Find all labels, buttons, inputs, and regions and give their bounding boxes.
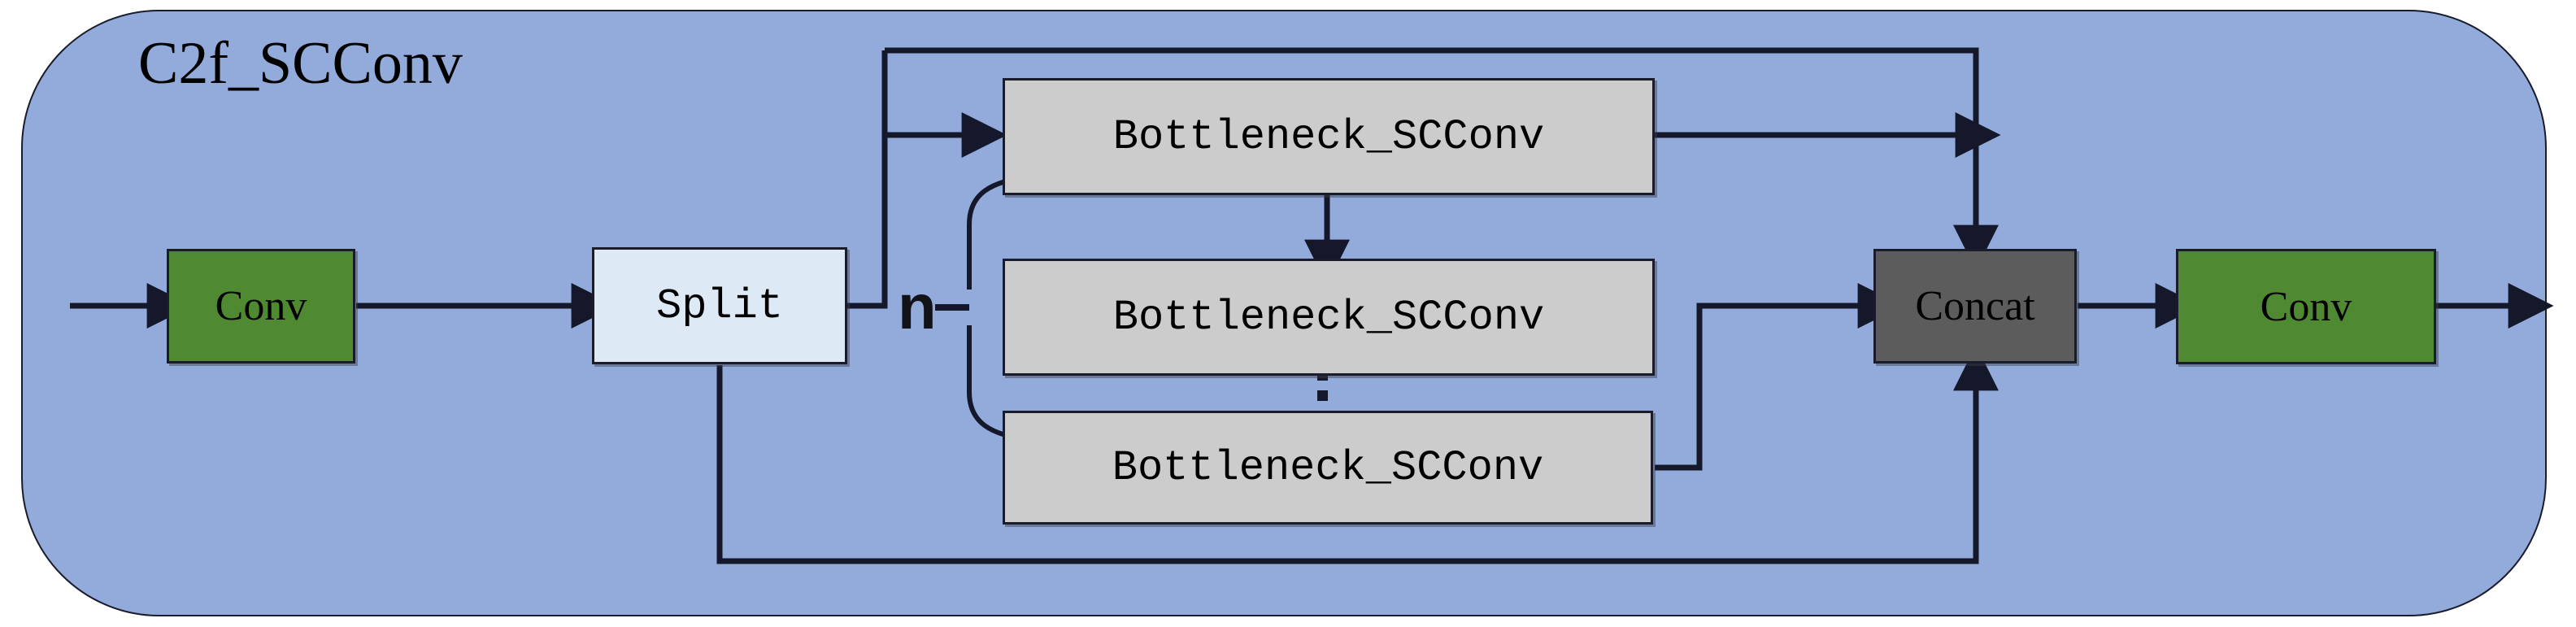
node-conv-input[interactable]: Conv	[167, 249, 355, 364]
module-title: C2f_SCConv	[138, 30, 463, 97]
ellipsis-dot	[1317, 390, 1328, 401]
node-conv-output[interactable]: Conv	[2176, 249, 2436, 364]
node-bottleneck-scconv-3[interactable]: Bottleneck_SCConv	[1003, 411, 1653, 525]
node-bottleneck-scconv-1[interactable]: Bottleneck_SCConv	[1003, 78, 1655, 195]
node-concat[interactable]: Concat	[1873, 249, 2077, 364]
node-split[interactable]: Split	[592, 247, 847, 364]
node-bottleneck-scconv-2[interactable]: Bottleneck_SCConv	[1003, 259, 1655, 376]
repeat-count-label: n	[898, 271, 937, 342]
